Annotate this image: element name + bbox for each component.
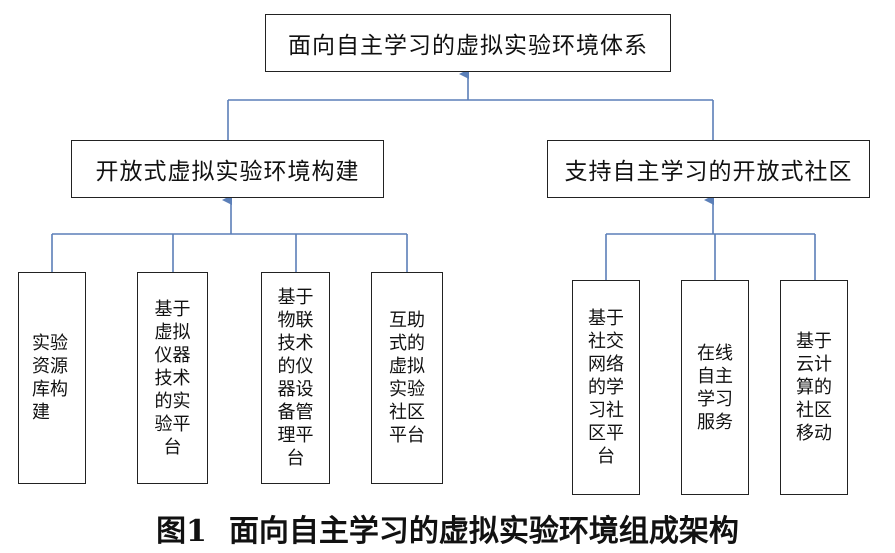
- branch-node-label: 开放式虚拟实验环境构建: [95, 159, 360, 185]
- leaf-node-label: 基于云计算的社区移动: [796, 331, 832, 444]
- figure-number: 图1: [156, 514, 207, 549]
- leaf-node-label: 基于物联技术的仪器设备管理平台: [277, 287, 314, 469]
- leaf-node-label: 实验资源库构建: [32, 333, 68, 423]
- leaf-node-label: 在线自主学习服务: [697, 342, 733, 433]
- leaf-node-virtual-instrument-platform: 基于虚拟仪器技术的实验平台: [137, 272, 208, 484]
- leaf-node-label: 基于虚拟仪器技术的实验平台: [154, 298, 191, 458]
- leaf-node-label: 基于社交网络的学习社区平台: [588, 308, 624, 467]
- leaf-node-cloud-mobile-community: 基于云计算的社区移动: [780, 280, 848, 495]
- leaf-node-label: 互助式的虚拟实验社区平台: [389, 310, 425, 446]
- figure-caption: 图1 面向自主学习的虚拟实验环境组成架构: [0, 506, 895, 550]
- branch-node-label: 支持自主学习的开放式社区: [564, 159, 853, 185]
- leaf-node-iot-equipment-platform: 基于物联技术的仪器设备管理平台: [261, 272, 330, 484]
- root-node: 面向自主学习的虚拟实验环境体系: [265, 14, 671, 72]
- leaf-node-resource-library: 实验资源库构建: [18, 272, 86, 484]
- leaf-node-social-network-platform: 基于社交网络的学习社区平台: [572, 280, 640, 495]
- figure-title: 面向自主学习的虚拟实验环境组成架构: [228, 514, 739, 549]
- branch-node-virtual-environment: 开放式虚拟实验环境构建: [71, 140, 384, 198]
- leaf-node-mutual-aid-community: 互助式的虚拟实验社区平台: [371, 272, 443, 484]
- branch-node-open-community: 支持自主学习的开放式社区: [547, 140, 870, 198]
- leaf-node-online-learning-service: 在线自主学习服务: [681, 280, 749, 495]
- root-node-label: 面向自主学习的虚拟实验环境体系: [288, 33, 648, 59]
